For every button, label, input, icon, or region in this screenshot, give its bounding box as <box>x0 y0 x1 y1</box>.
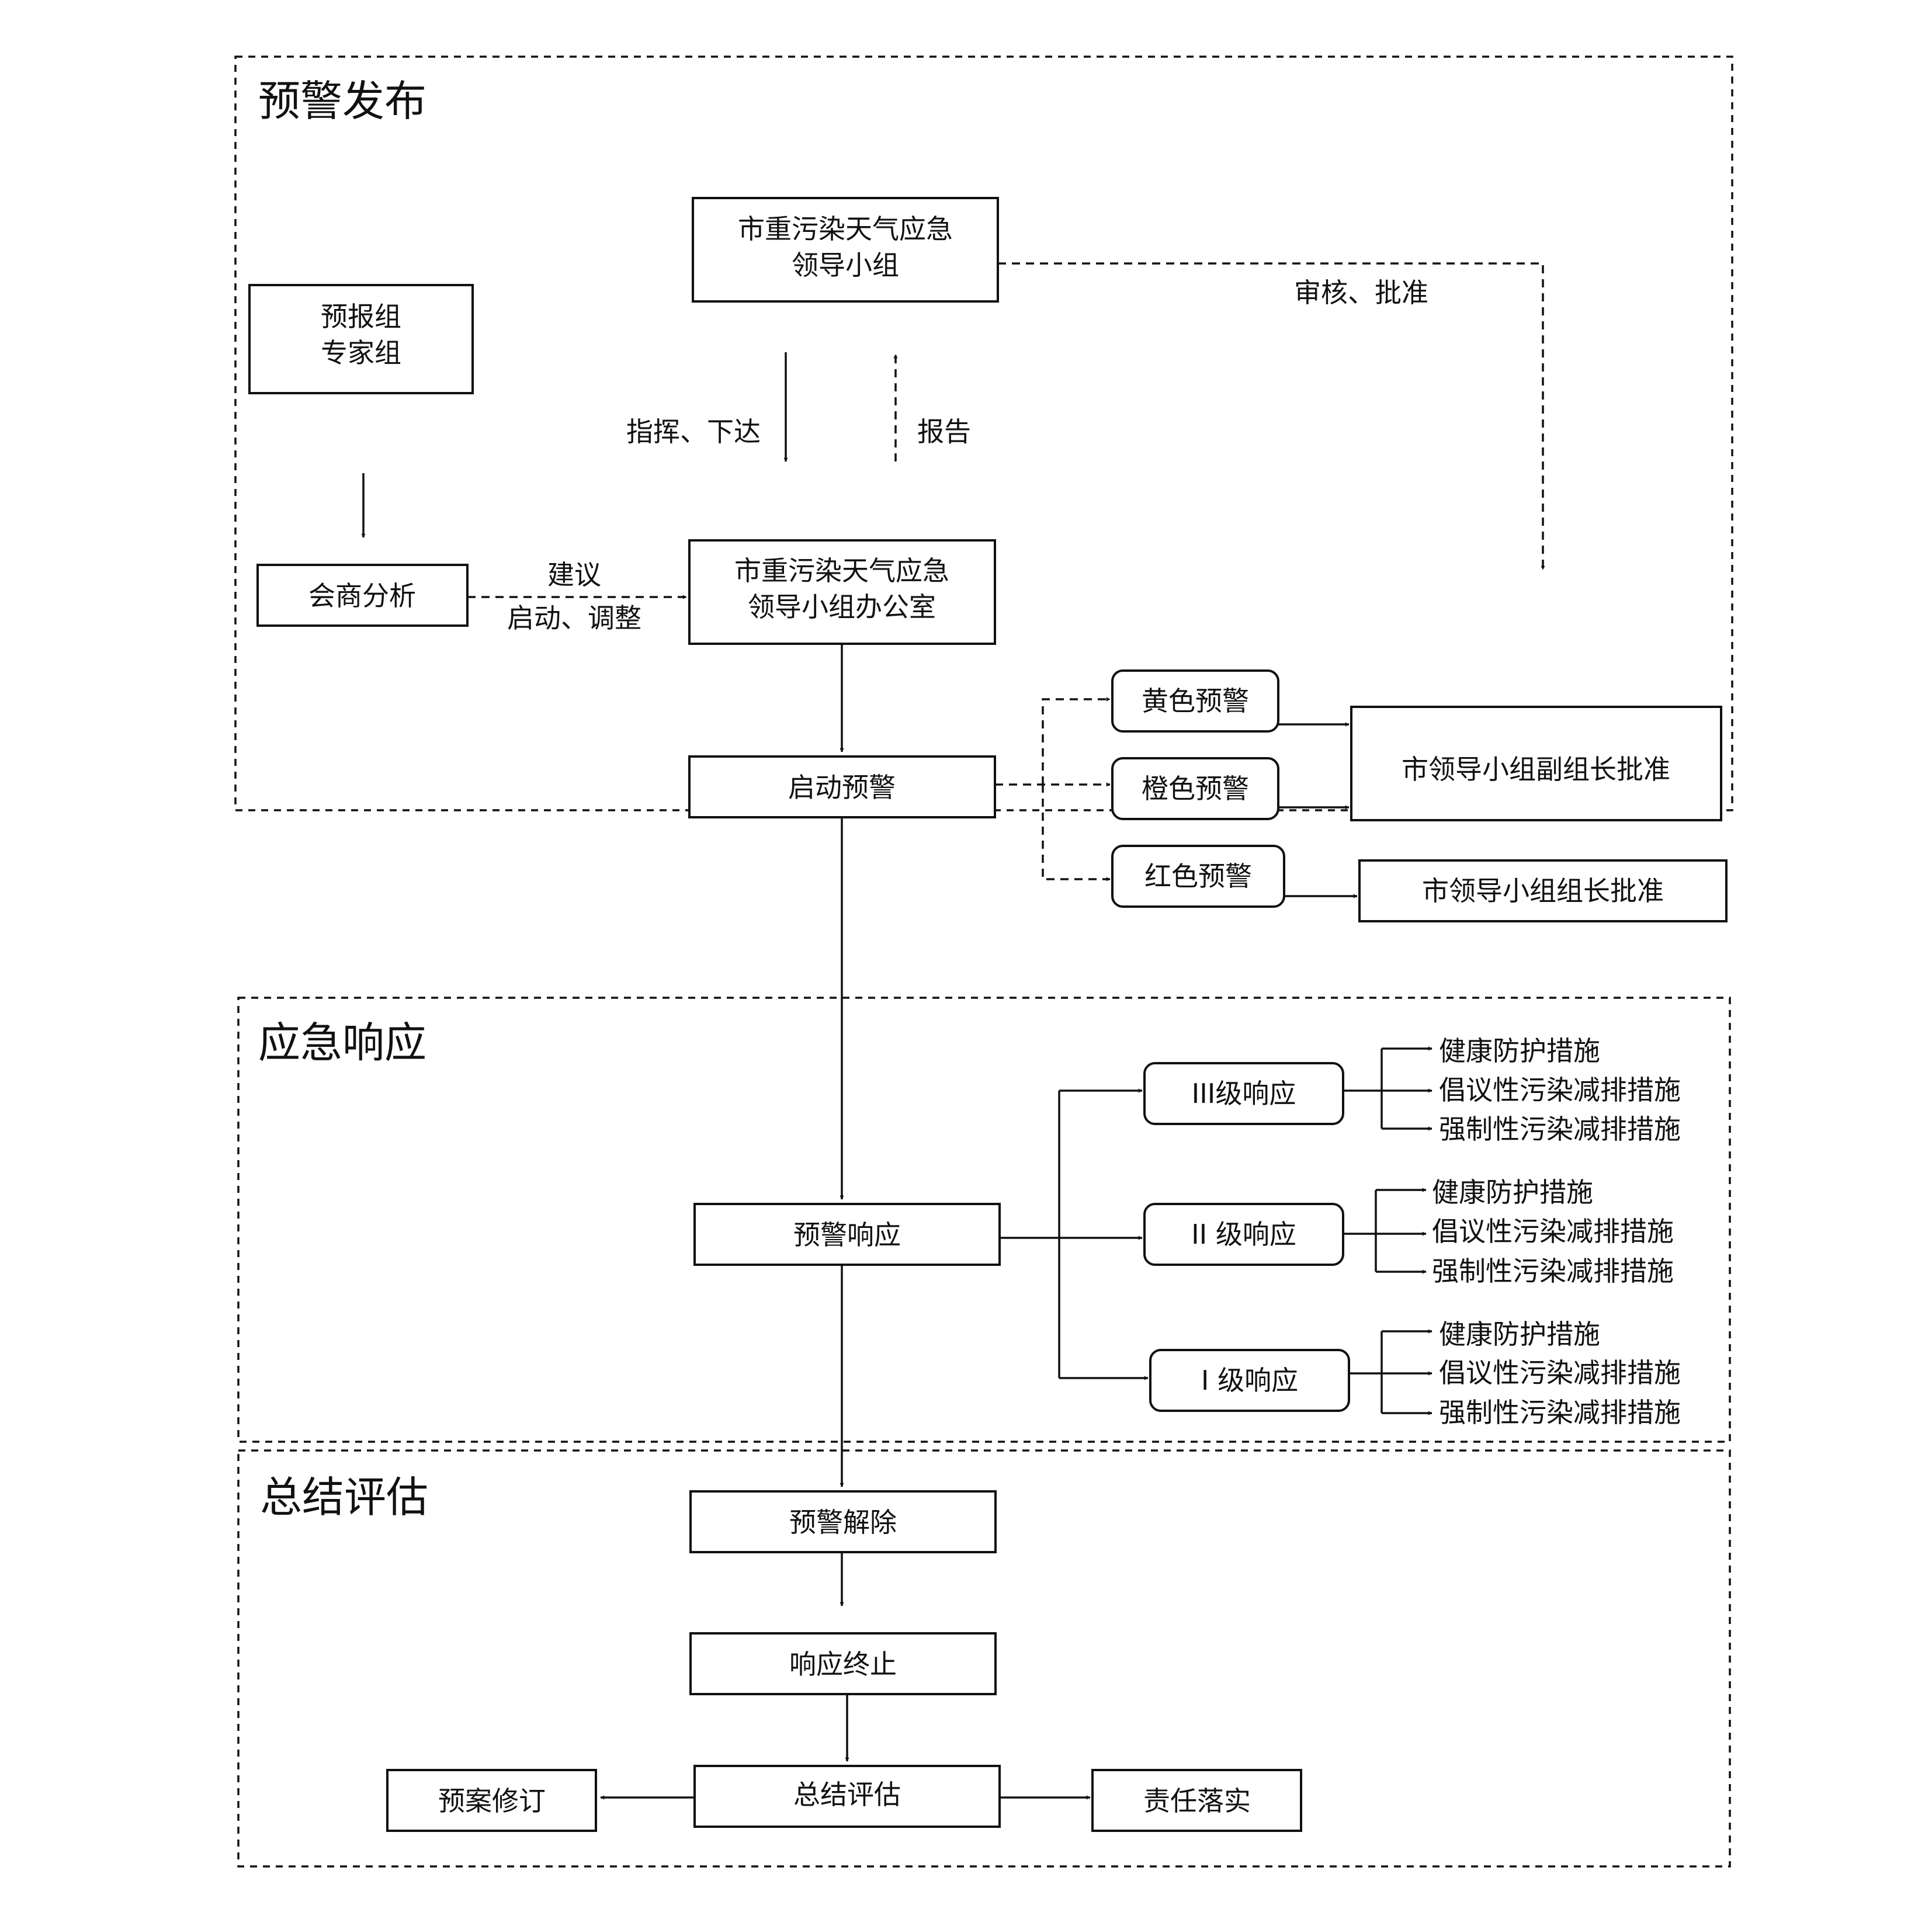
forecast-group-label: 预报组 <box>321 301 401 332</box>
section-summary-evaluation <box>237 1449 1731 1868</box>
l2-advisory-measure: 倡议性污染减排措施 <box>1432 1216 1674 1247</box>
warning-response-label: 预警响应 <box>793 1219 901 1251</box>
label-start-adjust: 启动、调整 <box>507 602 641 634</box>
response-end-label: 响应终止 <box>789 1649 897 1680</box>
plan-revision-label: 预案修订 <box>438 1785 546 1817</box>
orange-warning-box <box>1111 757 1279 820</box>
section-warning-release <box>234 55 1733 811</box>
leader-approval-label: 市领导小组组长批准 <box>1422 875 1664 907</box>
summary-eval-label: 总结评估 <box>793 1779 901 1810</box>
label-review-approve: 审核、批准 <box>1294 277 1428 308</box>
section-title-emergency-response: 应急响应 <box>258 1018 426 1067</box>
l1-health-measure: 健康防护措施 <box>1439 1318 1600 1350</box>
l3-mandatory-measure: 强制性污染减排措施 <box>1439 1113 1681 1145</box>
l1-mandatory-measure: 强制性污染减排措施 <box>1439 1397 1681 1428</box>
section-title-warning-release: 预警发布 <box>258 77 426 126</box>
yellow-warning-box <box>1111 669 1279 733</box>
red-warning-box <box>1111 845 1285 908</box>
forecast-expert-group-box <box>248 284 474 394</box>
l1-advisory-measure: 倡议性污染减排措施 <box>1439 1357 1681 1389</box>
l3-health-measure: 健康防护措施 <box>1439 1035 1600 1067</box>
deputy-leader-approval-box <box>1350 706 1722 821</box>
warning-lift-box <box>689 1490 997 1553</box>
level3-response-label: III级响应 <box>1192 1078 1296 1109</box>
consult-analysis-label: 会商分析 <box>308 580 416 612</box>
yellow-warning-label: 黄色预警 <box>1142 685 1249 717</box>
leading-group-office-line1: 市重污染天气应急 <box>734 555 949 587</box>
start-warning-box <box>688 755 996 818</box>
start-warning-label: 启动预警 <box>788 772 896 803</box>
warning-lift-label: 预警解除 <box>789 1507 897 1538</box>
deputy-leader-approval-label: 市领导小组副组长批准 <box>1402 754 1670 785</box>
section-title-summary-evaluation: 总结评估 <box>260 1473 428 1522</box>
city-leading-group-line1: 市重污染天气应急 <box>738 213 953 245</box>
leader-approval-box <box>1358 859 1728 922</box>
city-leading-group-box <box>692 197 999 303</box>
warning-response-box <box>693 1203 1001 1266</box>
response-end-box <box>689 1632 997 1695</box>
label-suggest: 建议 <box>547 559 601 591</box>
label-command-issue: 指挥、下达 <box>626 416 761 447</box>
red-warning-label: 红色预警 <box>1144 860 1252 892</box>
arrow-to-red <box>1042 785 1111 882</box>
label-report: 报告 <box>917 416 971 447</box>
l2-health-measure: 健康防护措施 <box>1432 1177 1593 1208</box>
responsibility-box <box>1091 1769 1302 1832</box>
responsibility-label: 责任落实 <box>1143 1785 1251 1817</box>
orange-warning-label: 橙色预警 <box>1142 773 1249 804</box>
plan-revision-box <box>386 1769 597 1832</box>
arrow-to-yellow <box>1042 697 1111 785</box>
level2-response-label: II 级响应 <box>1191 1219 1296 1250</box>
city-leading-group-line2: 领导小组 <box>792 249 899 281</box>
leading-group-office-line2: 领导小组办公室 <box>748 591 936 623</box>
expert-group-label: 专家组 <box>321 337 401 369</box>
level3-response-box <box>1143 1062 1344 1125</box>
consult-analysis-box <box>256 564 469 627</box>
arrow-review-approve <box>998 262 1545 570</box>
section-emergency-response <box>237 997 1731 1443</box>
l2-mandatory-measure: 强制性污染减排措施 <box>1432 1255 1674 1287</box>
level1-response-box <box>1149 1349 1350 1412</box>
summary-eval-box <box>693 1765 1001 1828</box>
level1-response-label: I 级响应 <box>1201 1365 1298 1396</box>
l3-advisory-measure: 倡议性污染减排措施 <box>1439 1074 1681 1106</box>
